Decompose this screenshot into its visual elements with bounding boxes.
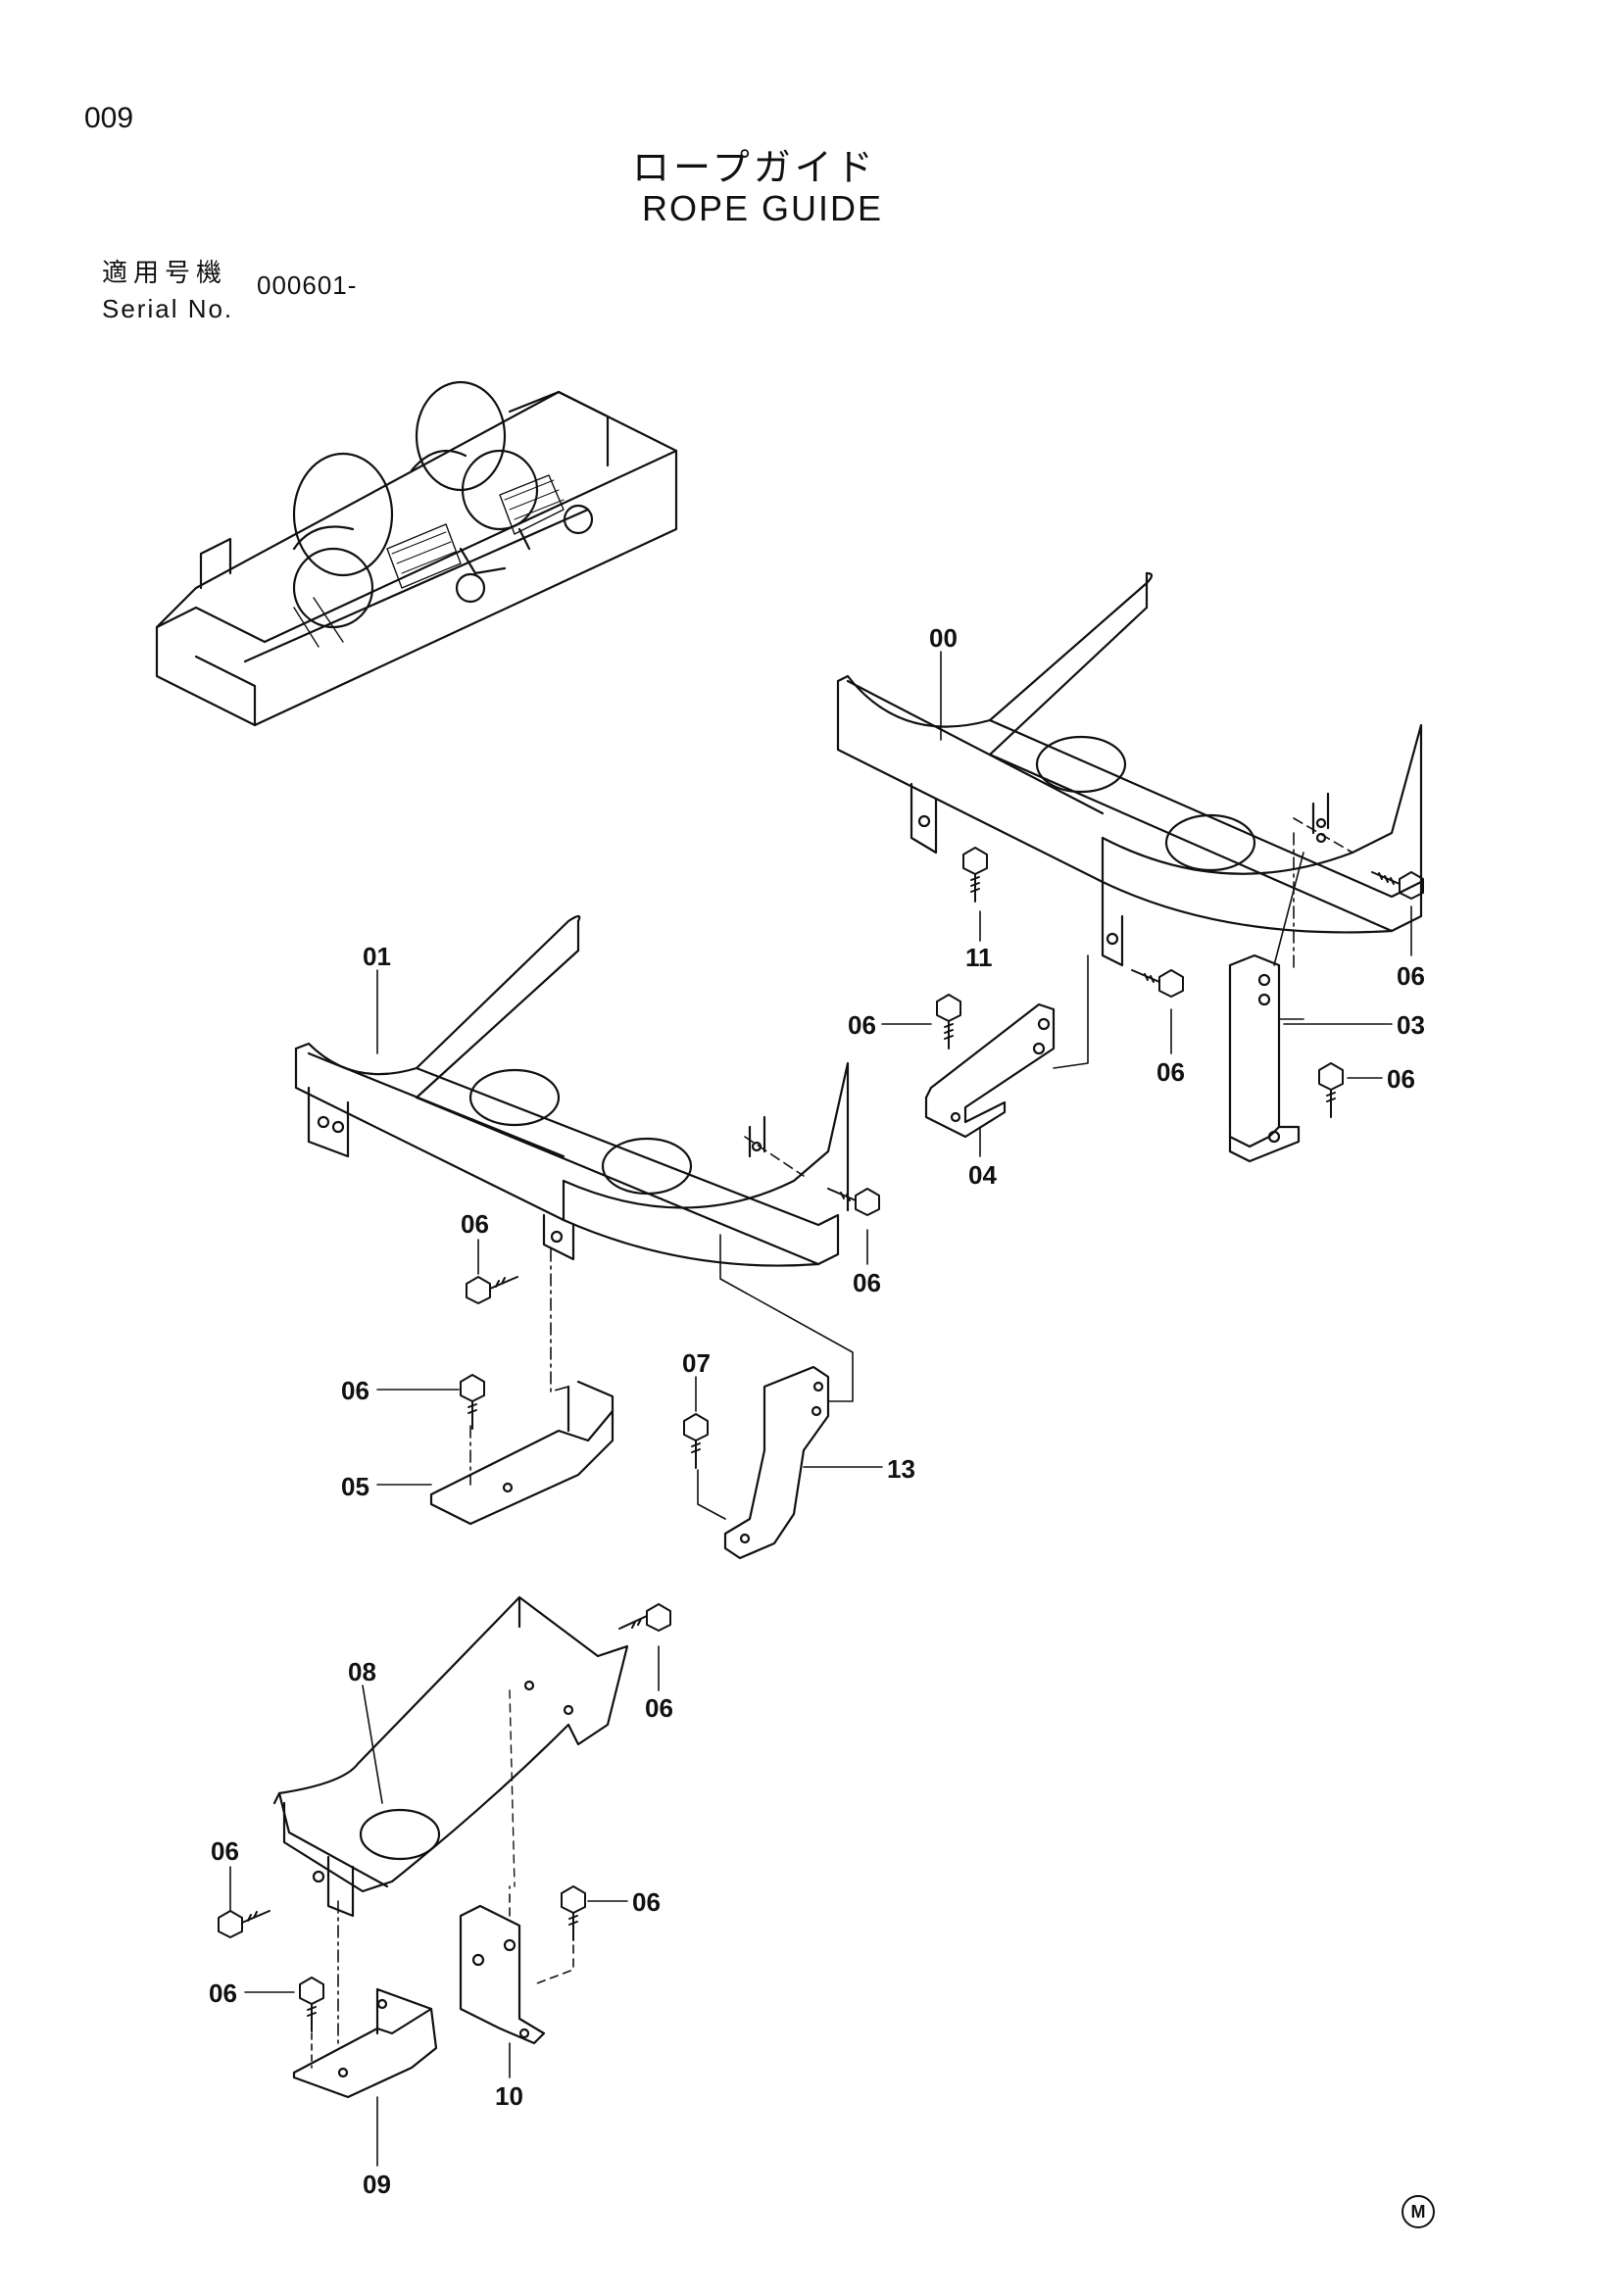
page-title-japanese: ロープガイド bbox=[632, 146, 877, 189]
bolt-06-icon bbox=[1371, 871, 1424, 900]
assembly-lines bbox=[311, 817, 1353, 2069]
bolt-06-icon bbox=[1131, 969, 1184, 998]
label-06: 06 bbox=[645, 1693, 673, 1723]
part-00-rope-guide-upper bbox=[836, 571, 1423, 967]
page-title: ROPE GUIDE bbox=[642, 188, 884, 228]
label-03: 03 bbox=[1397, 1010, 1425, 1040]
part-08-rope-guide-lower bbox=[272, 1595, 629, 1918]
bolt-06-icon bbox=[936, 994, 961, 1050]
label-06: 06 bbox=[1387, 1064, 1415, 1094]
serial-value: 000601- bbox=[257, 270, 358, 300]
leader-lines bbox=[229, 651, 1412, 2167]
bolt-11-icon bbox=[962, 847, 988, 903]
manufacturer-mark-icon: M bbox=[1402, 2195, 1435, 2228]
part-01-rope-guide-middle bbox=[294, 914, 850, 1267]
label-05: 05 bbox=[341, 1472, 369, 1501]
label-06: 06 bbox=[209, 1978, 237, 2008]
label-11: 11 bbox=[965, 943, 993, 972]
bolt-06-icon bbox=[466, 1276, 518, 1304]
bolt-06-icon bbox=[561, 1885, 586, 1941]
serial-label: Serial No. bbox=[102, 294, 234, 323]
label-06: 06 bbox=[341, 1376, 369, 1405]
bolt-06-icon bbox=[460, 1374, 485, 1430]
label-00: 00 bbox=[929, 623, 958, 653]
label-06: 06 bbox=[461, 1209, 489, 1239]
part-04-bracket bbox=[924, 1002, 1056, 1139]
label-06: 06 bbox=[853, 1268, 881, 1297]
page-number: 009 bbox=[84, 102, 134, 134]
label-10: 10 bbox=[495, 2081, 523, 2111]
bolt-06-icon bbox=[827, 1188, 880, 1216]
part-05-bracket bbox=[429, 1380, 615, 1526]
serial-label-japanese: 適用号機 bbox=[102, 259, 228, 288]
bolt-07-icon bbox=[683, 1413, 709, 1469]
part-09-bracket bbox=[292, 1987, 438, 2099]
part-13-bracket bbox=[723, 1365, 830, 1560]
bolt-06-icon bbox=[1318, 1062, 1344, 1118]
label-06: 06 bbox=[211, 1836, 239, 1866]
assembly-overview-illustration bbox=[155, 380, 678, 727]
part-10-bracket bbox=[459, 1904, 546, 2045]
bolt-06-icon bbox=[299, 1977, 324, 2032]
label-13: 13 bbox=[887, 1454, 915, 1484]
label-06: 06 bbox=[848, 1010, 876, 1040]
part-03-bracket bbox=[1228, 953, 1301, 1163]
label-09: 09 bbox=[363, 2170, 391, 2199]
label-06: 06 bbox=[1156, 1057, 1185, 1087]
bolt-icons bbox=[218, 847, 1424, 2032]
label-01: 01 bbox=[363, 942, 391, 971]
label-07: 07 bbox=[682, 1348, 711, 1378]
part-number-labels: 00 11 06 06 03 06 06 04 01 06 06 06 05 0… bbox=[209, 623, 1425, 2199]
bolt-06-icon bbox=[618, 1603, 671, 1632]
label-04: 04 bbox=[968, 1160, 997, 1190]
label-06: 06 bbox=[632, 1887, 661, 1917]
bolt-06-icon bbox=[218, 1910, 270, 1938]
label-08: 08 bbox=[348, 1657, 376, 1686]
label-06: 06 bbox=[1397, 961, 1425, 991]
